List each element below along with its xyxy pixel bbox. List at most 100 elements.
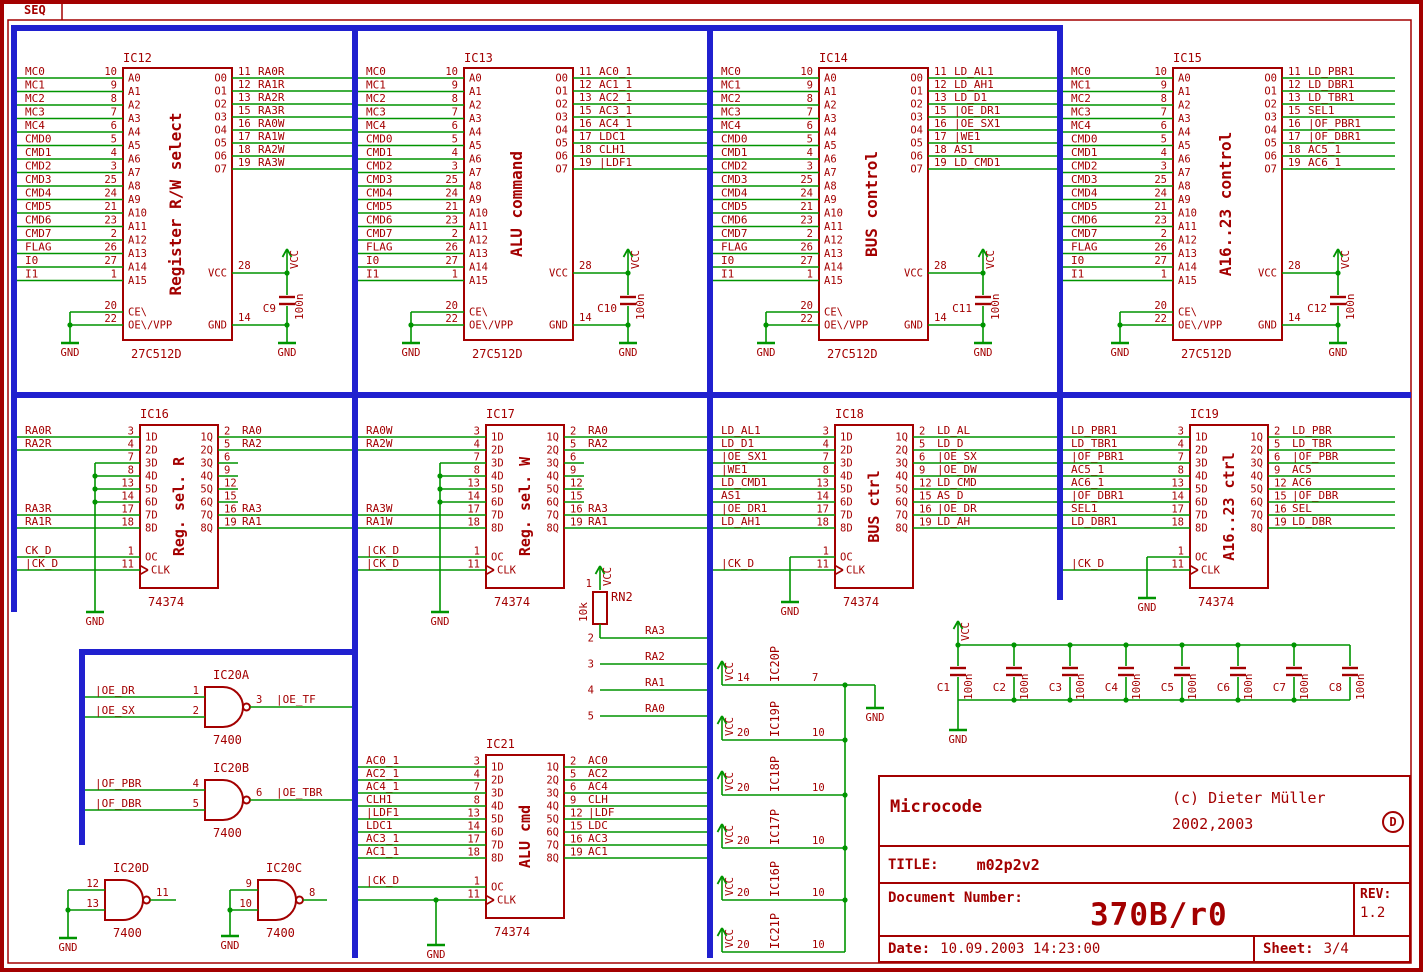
device-name: 74374 (1198, 595, 1234, 609)
pin-name: O6 (555, 151, 568, 163)
pin-name: 1D (840, 432, 853, 444)
vcc-arrow (1332, 248, 1339, 258)
device-name: 74374 (494, 925, 530, 939)
pin-name: A9 (128, 194, 141, 206)
pin-name: 8D (491, 853, 504, 865)
gate-body (104, 879, 144, 921)
pin-number: 4 (452, 147, 458, 159)
pin-name: A2 (1178, 100, 1191, 112)
pin-number: 13 (579, 92, 592, 104)
cap-ref: C3 (1049, 681, 1062, 694)
pin-number: 10 (812, 835, 825, 847)
net-label: CMD0 (721, 133, 748, 146)
vcc-label: VCC (602, 567, 614, 586)
pin-number: 6 (1161, 120, 1167, 132)
pin-name: 1D (145, 432, 158, 444)
pin-name: A4 (1178, 127, 1191, 139)
pin-number: 6 (224, 452, 230, 464)
net-label: RA2R (258, 91, 285, 104)
cap-value: 100n (1354, 674, 1367, 701)
pin-name: A10 (824, 208, 843, 220)
pin-name: GND (208, 320, 227, 332)
pin-name: O4 (910, 125, 923, 137)
net-label: |OF_DBR (1292, 489, 1339, 502)
pin-number: 8 (823, 465, 829, 477)
pin-number: 27 (445, 255, 458, 267)
pin-name: O7 (555, 164, 568, 176)
junction-dot (1067, 697, 1073, 703)
pin-number: 12 (570, 478, 583, 490)
pin-number: 22 (104, 313, 117, 325)
pin-number: 20 (1154, 300, 1167, 312)
net-label: MC2 (366, 92, 386, 105)
net-label: AC3_1 (599, 104, 632, 117)
pin-number: 10 (445, 66, 458, 78)
vcc-label: VCC (985, 250, 997, 269)
net-label: CMD4 (25, 187, 52, 200)
cap-ref: C9 (263, 302, 276, 315)
vcc-arrow (957, 620, 964, 630)
net-label: MC2 (25, 92, 45, 105)
title-row: TITLE: m02p2v2 (880, 845, 1409, 882)
net-label: RA3R (25, 502, 52, 515)
pin-name: O5 (910, 138, 923, 150)
power-ref: IC19P (768, 701, 782, 737)
pin-name: 6D (491, 497, 504, 509)
symbol-line (1189, 569, 1199, 576)
pin-number: 16 (1274, 504, 1287, 516)
pin-number: 4 (1178, 439, 1184, 451)
capacitor-c3: C3 100n (1049, 642, 1087, 703)
pin-number: 17 (934, 131, 947, 143)
junction-dot (1123, 642, 1129, 648)
net-label: LD_CMD (937, 476, 977, 489)
net-label: CLH1 (366, 793, 393, 806)
net-label: |LDF1 (366, 806, 399, 819)
pin-number: 1 (823, 546, 829, 558)
pin-number: 11 (238, 66, 251, 78)
pin-number: 2 (452, 228, 458, 240)
vcc-arrow (721, 715, 728, 725)
pin-number: 16 (934, 118, 947, 130)
chip-function: Reg. sel. W (516, 456, 534, 556)
net-label: LD_TBR1 (1308, 91, 1354, 104)
gnd-label: GND (61, 347, 80, 359)
net-label: |OE_TBR (276, 786, 323, 799)
pin-number: 1 (128, 546, 134, 558)
pin-name: O5 (555, 138, 568, 150)
pin-name: 6D (491, 827, 504, 839)
pin-name: 4D (491, 801, 504, 813)
pin-number: 7 (807, 107, 813, 119)
net-label: CMD7 (721, 227, 748, 240)
pin-name: 6Q (546, 497, 559, 509)
pin-number: 24 (104, 188, 117, 200)
net-label: MC0 (25, 65, 45, 78)
pin-number: 10 (812, 939, 825, 951)
power-ref: IC17P (768, 809, 782, 845)
pin-name: 1Q (200, 432, 213, 444)
cap-value: 100n (293, 294, 306, 321)
title-label: TITLE: (888, 856, 939, 873)
inverter-bubble (242, 702, 251, 712)
pin-number: 1 (474, 546, 480, 558)
cap-value: 100n (1074, 674, 1087, 701)
pin-name: OC (840, 552, 853, 564)
pin-name: A12 (824, 235, 843, 247)
cap-value: 100n (1186, 674, 1199, 701)
net-label: I0 (1071, 254, 1084, 267)
junction-dot (1011, 642, 1017, 648)
net-label: CMD2 (721, 160, 748, 173)
pin-name: A6 (824, 154, 837, 166)
vcc-arrow (977, 248, 984, 258)
gate-body (204, 686, 244, 728)
net-label: MC0 (721, 65, 741, 78)
pin-number: 5 (1274, 439, 1280, 451)
pin-name: OC (491, 552, 504, 564)
pin-number: 20 (800, 300, 813, 312)
pin-name: 5D (840, 484, 853, 496)
chip-ref: IC13 (464, 51, 493, 65)
net-label: |OF_PBR (1292, 450, 1339, 463)
net-label: FLAG (1071, 241, 1098, 254)
